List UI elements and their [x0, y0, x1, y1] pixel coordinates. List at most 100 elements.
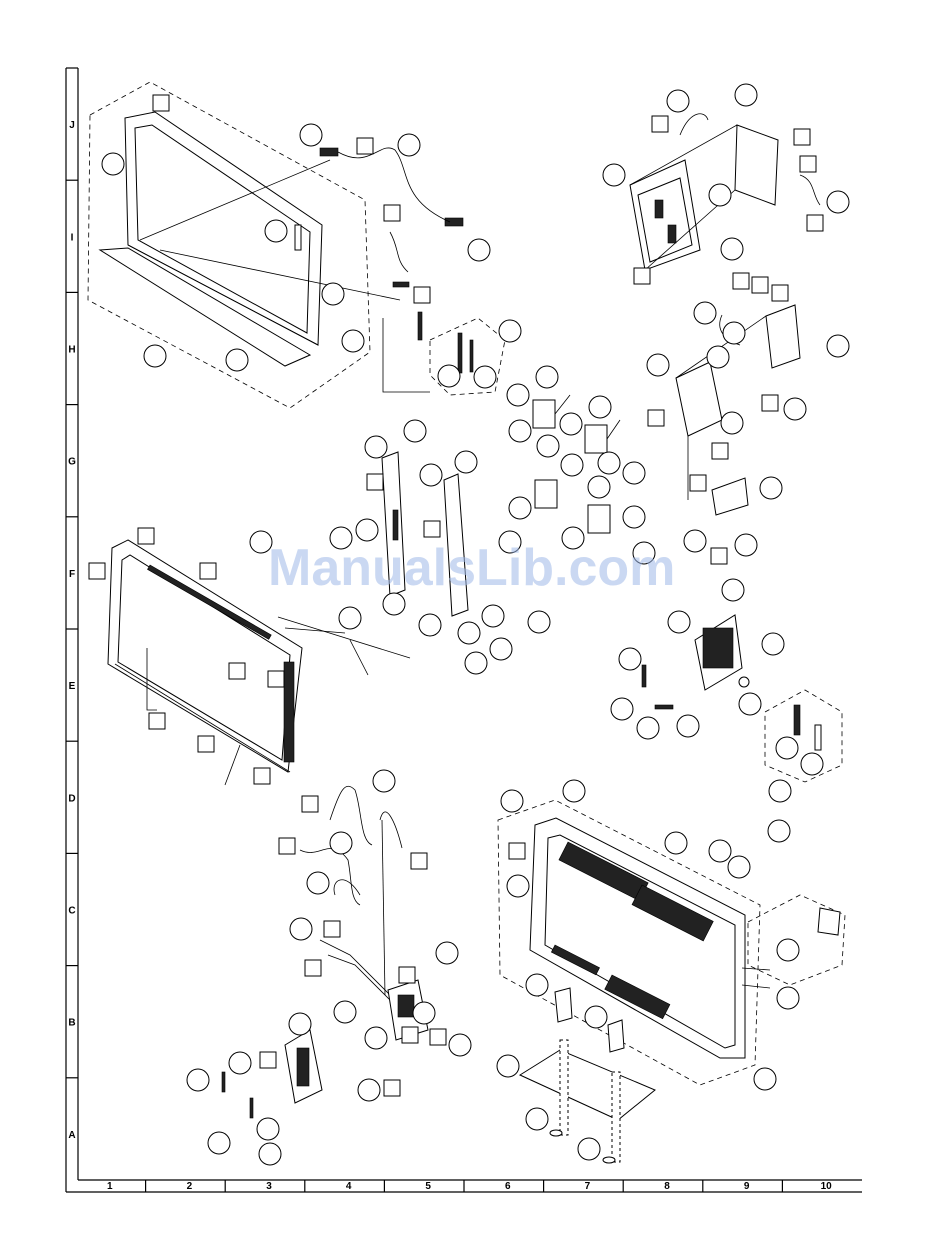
column-label: 10 — [821, 1181, 833, 1192]
callout-circle — [709, 840, 731, 862]
callout-circle — [598, 452, 620, 474]
callout-tag — [399, 967, 415, 983]
callout-circle — [322, 283, 344, 305]
callout-circle — [365, 1027, 387, 1049]
callout-circle — [187, 1069, 209, 1091]
callout-tag — [324, 921, 340, 937]
callout-circle — [526, 974, 548, 996]
callout-circle — [623, 462, 645, 484]
callout-tag — [384, 1080, 400, 1096]
callout-circle — [735, 534, 757, 556]
callout-circle — [578, 1138, 600, 1160]
callout-tag — [138, 528, 154, 544]
callout-tag — [367, 474, 383, 490]
callout-circle — [330, 832, 352, 854]
row-label: G — [68, 457, 76, 468]
callout-tag — [712, 443, 728, 459]
callout-circle — [827, 335, 849, 357]
callout-circle — [290, 918, 312, 940]
callout-circle — [449, 1034, 471, 1056]
callout-tag — [229, 663, 245, 679]
callout-tag — [149, 713, 165, 729]
row-label: B — [68, 1018, 75, 1029]
callout-circle — [526, 1108, 548, 1130]
callout-circle — [528, 611, 550, 633]
callout-circle — [507, 384, 529, 406]
callout-circle — [509, 497, 531, 519]
callout-circle — [762, 633, 784, 655]
callout-tag — [733, 273, 749, 289]
callout-circle — [668, 611, 690, 633]
callout-circle — [728, 856, 750, 878]
callout-circle — [694, 302, 716, 324]
callout-circle — [784, 398, 806, 420]
callout-circle — [776, 737, 798, 759]
callout-tag — [89, 563, 105, 579]
callout-circle — [768, 820, 790, 842]
callout-circle — [677, 715, 699, 737]
row-label: J — [69, 120, 75, 131]
row-label: C — [68, 906, 75, 917]
callout-tag — [414, 287, 430, 303]
callout-circle — [420, 464, 442, 486]
callout-circle — [637, 717, 659, 739]
callout-tag — [648, 410, 664, 426]
callout-circle — [723, 322, 745, 344]
callout-circle — [589, 396, 611, 418]
callout-circle — [413, 1002, 435, 1024]
row-label: H — [68, 345, 75, 356]
row-label: A — [68, 1130, 75, 1141]
callout-circle — [536, 366, 558, 388]
watermark: ManualsLib.com — [268, 539, 675, 597]
callout-tag — [690, 475, 706, 491]
callout-circle — [356, 519, 378, 541]
callout-circle — [257, 1118, 279, 1140]
callout-circle — [769, 780, 791, 802]
callout-circle — [619, 648, 641, 670]
callout-circle — [436, 942, 458, 964]
column-label: 8 — [664, 1181, 670, 1192]
callout-circle — [735, 84, 757, 106]
column-labels: 12345678910 — [107, 1181, 832, 1192]
callout-tag — [652, 116, 668, 132]
callout-tag — [794, 129, 810, 145]
callout-circle — [289, 1013, 311, 1035]
column-label: 4 — [346, 1181, 352, 1192]
callout-circle — [307, 872, 329, 894]
callout-circle — [588, 476, 610, 498]
callout-circle — [801, 753, 823, 775]
callout-circle — [707, 346, 729, 368]
column-label: 9 — [744, 1181, 750, 1192]
callout-circle — [226, 349, 248, 371]
callout-circle — [611, 698, 633, 720]
callout-circle — [507, 875, 529, 897]
column-label: 6 — [505, 1181, 511, 1192]
callout-circle — [667, 90, 689, 112]
callout-tag — [153, 95, 169, 111]
column-label: 5 — [425, 1181, 431, 1192]
callout-tag — [254, 768, 270, 784]
callout-circle — [709, 184, 731, 206]
callout-circle — [537, 435, 559, 457]
callout-circle — [509, 420, 531, 442]
callout-circle — [754, 1068, 776, 1090]
callout-circle — [438, 365, 460, 387]
callout-circle — [259, 1143, 281, 1165]
callout-tag — [200, 563, 216, 579]
callout-circle — [404, 420, 426, 442]
callout-tag — [711, 548, 727, 564]
callout-tag — [430, 1029, 446, 1045]
callout-circle — [358, 1079, 380, 1101]
callout-circle — [465, 652, 487, 674]
callout-circle — [647, 354, 669, 376]
callout-circle — [208, 1132, 230, 1154]
callout-circle — [561, 454, 583, 476]
callout-circle — [373, 770, 395, 792]
callout-circle — [339, 607, 361, 629]
callout-tag — [762, 395, 778, 411]
column-label: 2 — [187, 1181, 193, 1192]
callout-circle — [455, 451, 477, 473]
row-label: I — [71, 232, 74, 243]
callout-tag — [305, 960, 321, 976]
